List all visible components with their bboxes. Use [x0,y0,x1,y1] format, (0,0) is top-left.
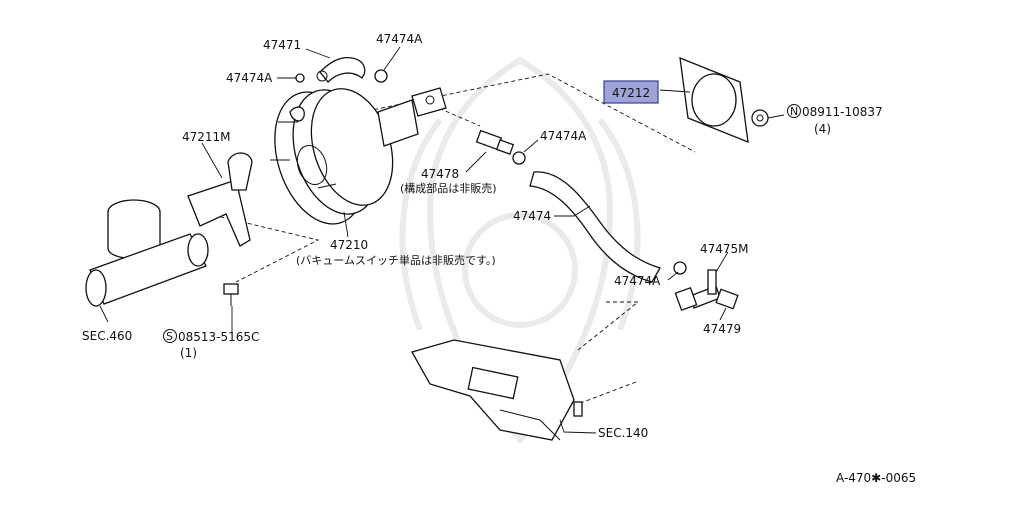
label-08911-10837[interactable]: 08911-10837 [802,105,883,119]
circled-s-icon [163,329,177,343]
label-sec140[interactable]: SEC.140 [598,426,648,440]
label-47475M[interactable]: 47475M [700,242,749,256]
intake-manifold-sec140[interactable] [411,339,583,441]
label-sec460[interactable]: SEC.460 [82,329,132,343]
label-08513-quantity: (1) [180,346,197,360]
circled-n-letter: N [790,105,798,118]
label-47474A-top-left[interactable]: 47474A [226,71,273,85]
nut-08911-10837[interactable] [751,109,769,127]
label-47212[interactable]: 47212 [612,86,650,100]
leader-lines [99,46,785,434]
clip-47474A-top-left[interactable] [295,73,305,83]
label-47474A-lower[interactable]: 47474A [614,274,661,288]
bracket-47211M[interactable] [187,152,253,247]
label-47471[interactable]: 47471 [263,38,301,52]
label-47479[interactable]: 47479 [703,322,741,336]
highlight-box-47212[interactable] [603,80,659,104]
label-47478-note: (構成部品は非販売) [400,181,497,195]
clip-47474A-mid[interactable] [512,151,526,165]
label-47210-note: (バキュームスイッチ単品は非販売です。) [296,253,496,267]
label-47474[interactable]: 47474 [513,209,551,223]
label-08911-quantity: (4) [814,122,831,136]
circled-s-letter: S [166,330,173,343]
label-08513-5165C[interactable]: 08513-5165C [178,330,259,344]
circled-n-icon [787,104,801,118]
hose-47471[interactable] [316,56,366,83]
master-cylinder-sec460[interactable] [85,199,209,307]
label-47474A-top-right[interactable]: 47474A [376,32,423,46]
clip-47474A-lower[interactable] [673,261,687,275]
label-47211M[interactable]: 47211M [182,130,231,144]
bolt-08513-5165C[interactable] [223,283,239,306]
clip-47474A-top-right[interactable] [374,69,388,83]
diagram-code: A-470✱-0065 [836,471,916,485]
label-47478[interactable]: 47478 [421,167,459,181]
hose-47474[interactable] [529,171,661,283]
connector-47478[interactable] [475,129,515,155]
brake-booster-47210[interactable] [259,78,447,235]
watermark-emblem [399,56,641,445]
gasket-47212[interactable] [679,56,749,144]
label-47210[interactable]: 47210 [330,238,368,252]
check-valve-47479[interactable] [674,286,739,312]
label-47474A-mid[interactable]: 47474A [540,129,587,143]
